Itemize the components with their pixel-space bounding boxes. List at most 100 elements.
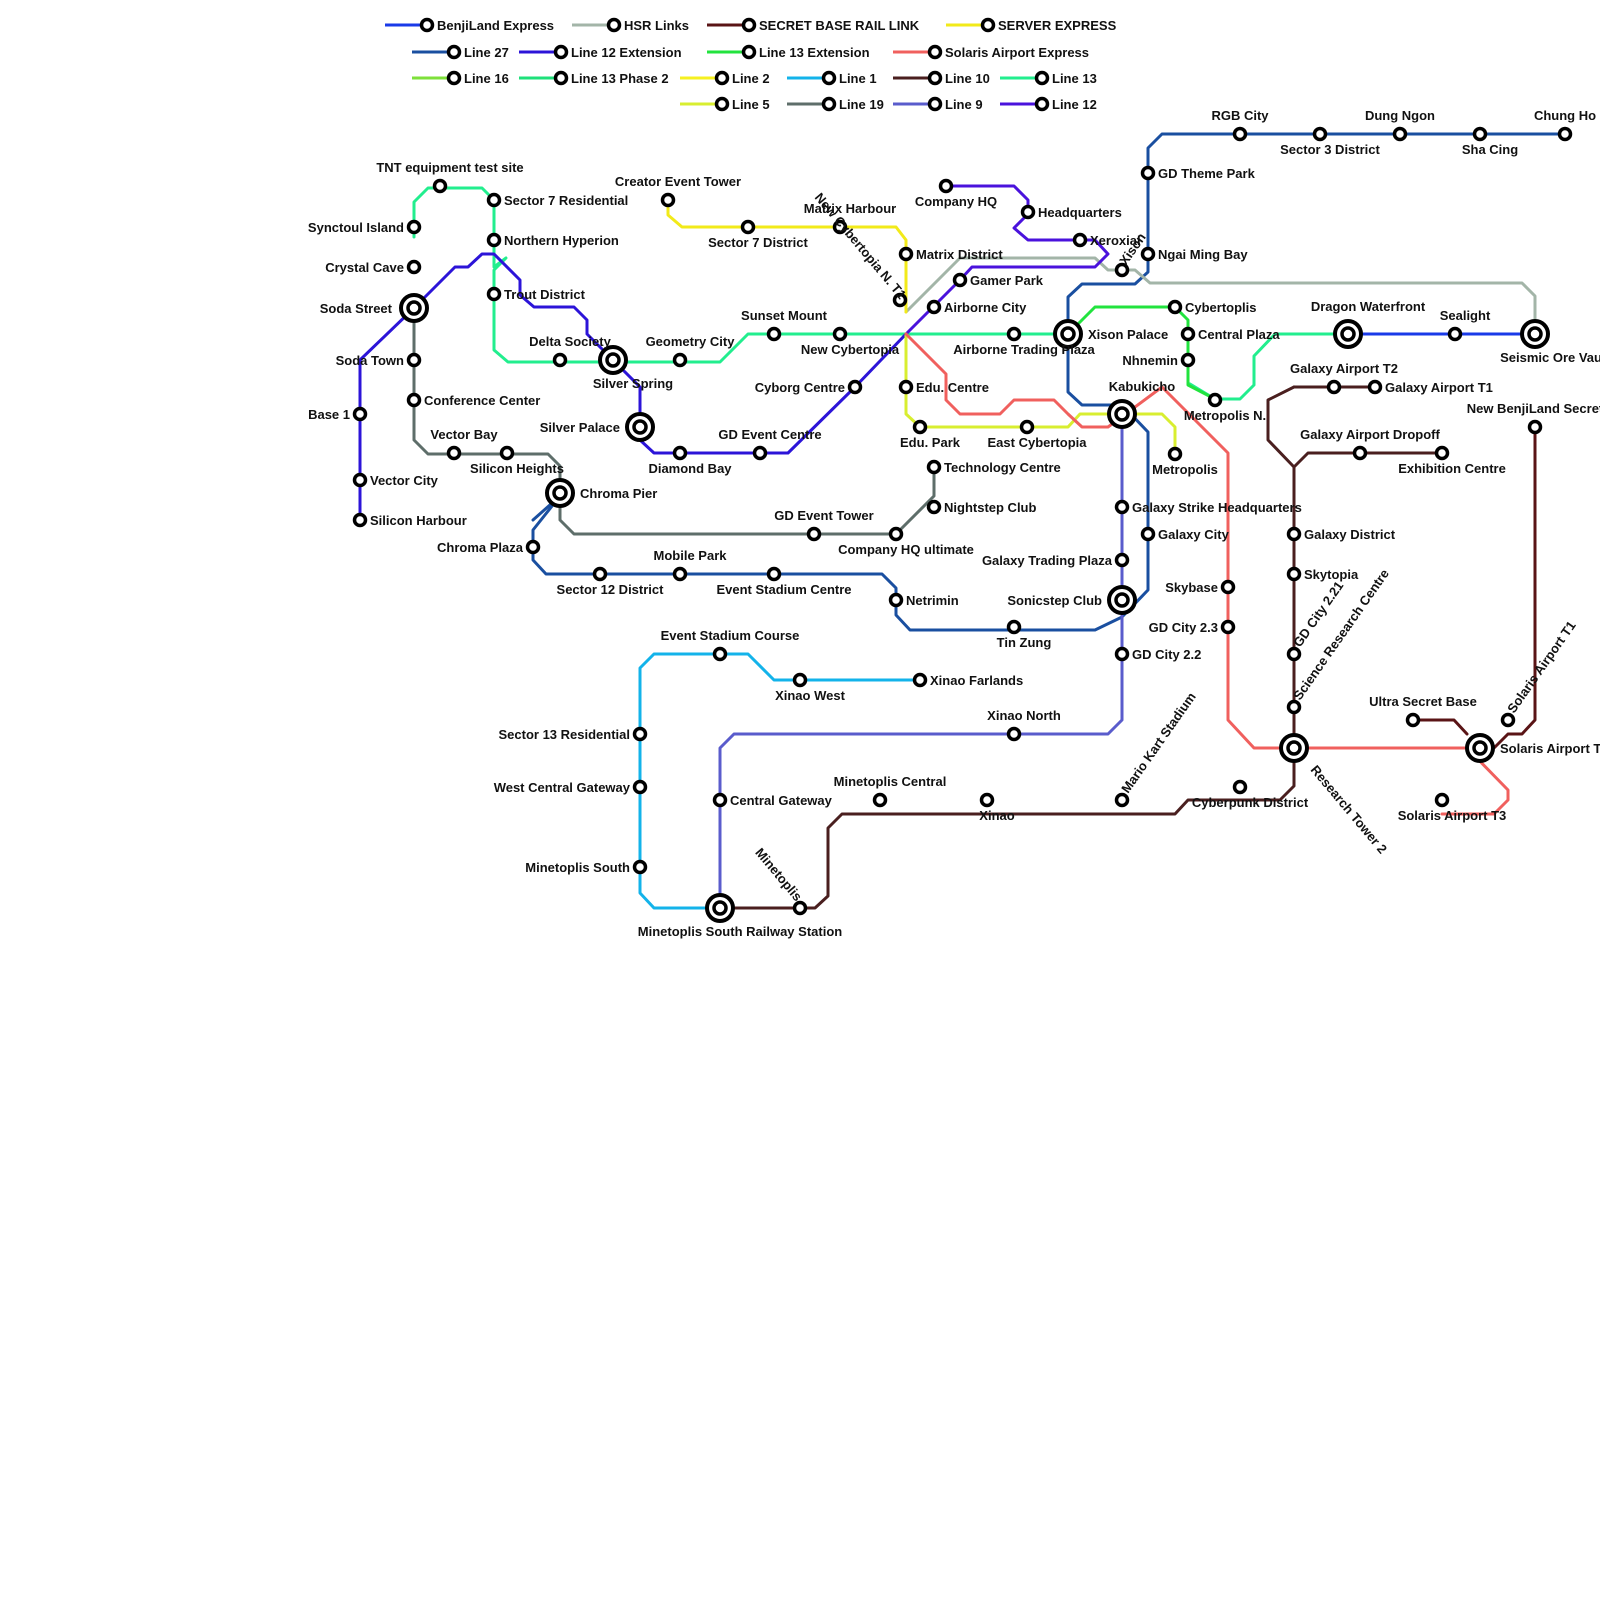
station-vector-bay[interactable]	[446, 445, 462, 461]
station-gd-city-2-2[interactable]	[1114, 646, 1130, 662]
station-netrimin[interactable]	[888, 592, 904, 608]
station-minetoplis[interactable]	[792, 900, 808, 916]
station-company-hq-ultimate[interactable]	[888, 526, 904, 542]
station-gamer-park[interactable]	[952, 272, 968, 288]
station-edu-park[interactable]	[912, 419, 928, 435]
station-west-central-gateway[interactable]	[632, 779, 648, 795]
station-delta-society[interactable]	[552, 352, 568, 368]
station-silicon-heights[interactable]	[499, 445, 515, 461]
station-mobile-park[interactable]	[672, 566, 688, 582]
station-silicon-harbour[interactable]	[352, 512, 368, 528]
station-gd-city-2-21[interactable]	[1286, 646, 1302, 662]
station-sector-3-district[interactable]	[1312, 126, 1328, 142]
station-galaxy-strike-headquarters[interactable]	[1114, 499, 1130, 515]
station-vector-city[interactable]	[352, 472, 368, 488]
station-new-benjiland-secret[interactable]	[1527, 419, 1543, 435]
station-label-chung-ho: Chung Ho	[1534, 108, 1596, 123]
station-sunset-mount[interactable]	[766, 326, 782, 342]
station-sector-12-district[interactable]	[592, 566, 608, 582]
station-matrix-district[interactable]	[898, 246, 914, 262]
station-conference-center[interactable]	[406, 392, 422, 408]
station-edu-centre[interactable]	[898, 379, 914, 395]
station-xinao-west[interactable]	[792, 672, 808, 688]
station-crystal-cave[interactable]	[406, 259, 422, 275]
station-cyberpunk-district[interactable]	[1232, 779, 1248, 795]
station-gd-event-centre[interactable]	[752, 445, 768, 461]
station-label-silver-spring: Silver Spring	[593, 376, 673, 391]
station-galaxy-district[interactable]	[1286, 526, 1302, 542]
station-label-galaxy-airport-t1: Galaxy Airport T1	[1385, 380, 1493, 395]
station-diamond-bay[interactable]	[672, 445, 688, 461]
station-label-tnt-equipment-test-site: TNT equipment test site	[376, 160, 523, 175]
station-skybase[interactable]	[1220, 579, 1236, 595]
station-xeroxial[interactable]	[1072, 232, 1088, 248]
station-galaxy-airport-t1[interactable]	[1367, 379, 1383, 395]
station-dung-ngon[interactable]	[1392, 126, 1408, 142]
station-central-gateway[interactable]	[712, 792, 728, 808]
station-label-minetoplis-south-railway-station: Minetoplis South Railway Station	[638, 924, 842, 939]
station-headquarters[interactable]	[1020, 204, 1036, 220]
station-company-hq[interactable]	[938, 178, 954, 194]
station-tnt-equipment-test-site[interactable]	[432, 178, 448, 194]
station-skytopia[interactable]	[1286, 566, 1302, 582]
legend-label-l13ext: Line 13 Extension	[759, 45, 870, 60]
station-east-cybertopia[interactable]	[1019, 419, 1035, 435]
station-nightstep-club[interactable]	[926, 499, 942, 515]
station-solaris-airport-t1[interactable]	[1500, 712, 1516, 728]
station-cybertoplis[interactable]	[1167, 299, 1183, 315]
station-xinao-north[interactable]	[1006, 726, 1022, 742]
station-technology-centre[interactable]	[926, 459, 942, 475]
station-ultra-secret-base[interactable]	[1405, 712, 1421, 728]
station-event-stadium-course[interactable]	[712, 646, 728, 662]
station-metropolis-n[interactable]	[1207, 392, 1223, 408]
station-label-gd-event-centre: GD Event Centre	[718, 427, 821, 442]
station-minetoplis-central[interactable]	[872, 792, 888, 808]
station-galaxy-trading-plaza[interactable]	[1114, 552, 1130, 568]
station-chung-ho[interactable]	[1557, 126, 1573, 142]
station-sector-7-district[interactable]	[740, 219, 756, 235]
station-gd-theme-park[interactable]	[1140, 165, 1156, 181]
station-creator-event-tower[interactable]	[660, 192, 676, 208]
station-xinao[interactable]	[979, 792, 995, 808]
station-sector-13-residential[interactable]	[632, 726, 648, 742]
station-nhnemin[interactable]	[1180, 352, 1196, 368]
station-label-nightstep-club: Nightstep Club	[944, 500, 1036, 515]
station-label-minetoplis: Minetoplis	[752, 845, 805, 904]
station-new-cybertopia-n-t1[interactable]	[892, 292, 908, 308]
station-airborne-trading-plaza[interactable]	[1006, 326, 1022, 342]
station-ngai-ming-bay[interactable]	[1140, 246, 1156, 262]
station-central-plaza[interactable]	[1180, 326, 1196, 342]
station-minetoplis-south[interactable]	[632, 859, 648, 875]
station-rgb-city[interactable]	[1232, 126, 1248, 142]
station-airborne-city[interactable]	[926, 299, 942, 315]
station-exhibition-centre[interactable]	[1434, 445, 1450, 461]
station-xison[interactable]	[1114, 262, 1130, 278]
station-geometry-city[interactable]	[672, 352, 688, 368]
station-chroma-plaza[interactable]	[525, 539, 541, 555]
station-xinao-farlands[interactable]	[912, 672, 928, 688]
station-base-1[interactable]	[352, 406, 368, 422]
station-mario-kart-stadium[interactable]	[1114, 792, 1130, 808]
station-new-cybertopia[interactable]	[832, 326, 848, 342]
station-label-netrimin: Netrimin	[906, 593, 959, 608]
station-northern-hyperion[interactable]	[486, 232, 502, 248]
station-soda-town[interactable]	[406, 352, 422, 368]
station-galaxy-airport-t2[interactable]	[1326, 379, 1342, 395]
station-galaxy-airport-dropoff[interactable]	[1352, 445, 1368, 461]
station-gd-city-2-3[interactable]	[1220, 619, 1236, 635]
station-tin-zung[interactable]	[1006, 619, 1022, 635]
station-matrix-harbour[interactable]	[832, 219, 848, 235]
station-trout-district[interactable]	[486, 286, 502, 302]
station-gd-event-tower[interactable]	[806, 526, 822, 542]
station-sealight[interactable]	[1447, 326, 1463, 342]
station-event-stadium-centre[interactable]	[766, 566, 782, 582]
station-sector-7-residential[interactable]	[486, 192, 502, 208]
station-metropolis[interactable]	[1167, 446, 1183, 462]
station-cyborg-centre[interactable]	[847, 379, 863, 395]
station-solaris-airport-t3[interactable]	[1434, 792, 1450, 808]
route-secret-19	[1411, 718, 1469, 736]
station-galaxy-city[interactable]	[1140, 526, 1156, 542]
station-science-research-centre[interactable]	[1286, 699, 1302, 715]
station-synctoul-island[interactable]	[406, 219, 422, 235]
station-sha-cing[interactable]	[1472, 126, 1488, 142]
